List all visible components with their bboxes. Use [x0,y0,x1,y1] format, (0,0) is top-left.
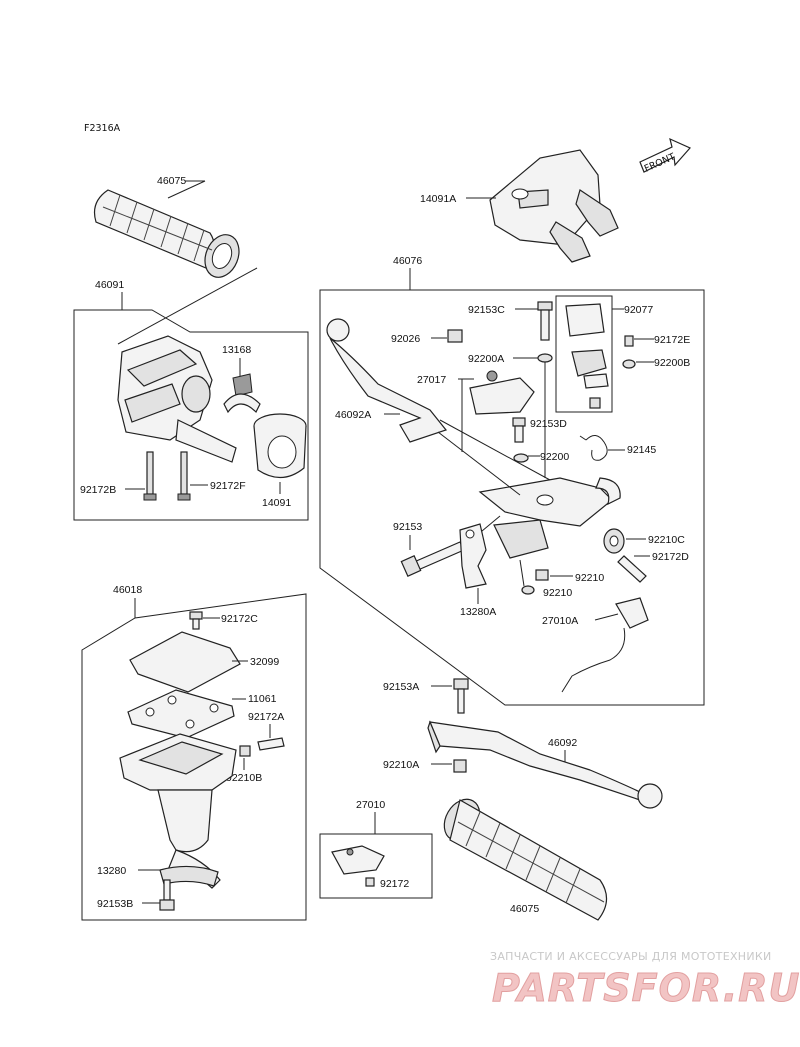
lever-bracket-part [478,477,621,559]
watermark-logo: PARTSFOR.RU [491,966,800,1011]
screw-92172e-part [624,335,634,347]
label-switch-assy: 46091 [95,279,124,291]
label-92200: 92200 [540,451,569,463]
reservoir-body-part [119,733,237,889]
switch-92077-part [565,303,609,409]
label-27010a: 27010A [542,615,578,627]
label-27010: 27010 [356,799,385,811]
label-grip-right: 46075 [510,903,539,915]
collar-92210c-part [603,528,625,554]
label-lever-assy: 46076 [393,255,422,267]
spring-92145-part [579,435,608,461]
lever-46092-part [427,720,663,809]
label-92172d: 92172D [652,551,689,563]
label-92153c: 92153C [468,304,505,316]
label-13280a: 13280A [460,606,496,618]
cap-32099-part [129,631,241,693]
bolt-92153d-part [512,417,526,443]
screw-92172-part [365,877,375,887]
part-27017 [469,370,535,415]
bolt-92153b-part [159,879,175,911]
label-master-cyl: 46018 [113,584,142,596]
label-grip-left: 46075 [157,175,186,187]
label-11061: 11061 [248,693,277,705]
label-92210b: 92210B [226,772,262,784]
label-92210a: 92210A [383,759,419,771]
label-92153b: 92153B [97,898,133,910]
figure-code: F2316A [84,123,121,134]
screw-92172c-part [189,611,203,630]
diaphragm-11061-part [127,689,235,739]
switch-27010-part [331,845,385,875]
label-92210-b: 92210 [543,587,572,599]
label-13280: 13280 [97,865,126,877]
label-92145: 92145 [627,444,656,456]
front-arrow-icon: FRONT [639,137,691,175]
grip-left-part [93,189,240,278]
label-13168: 13168 [222,344,251,356]
label-92153d: 92153D [530,418,567,430]
nut-92026-part [447,329,463,343]
grip-right-part [443,798,608,921]
switch-housing-left-part [117,335,237,463]
collar-92210-part-a [535,569,549,581]
watermark-tagline: ЗАПЧАСТИ И АКСЕССУАРЫ ДЛЯ МОТОТЕХНИКИ [490,950,772,963]
label-92200a: 92200A [468,353,504,365]
label-92172: 92172 [380,878,409,890]
label-46092: 46092 [548,737,577,749]
bolt-92153a-part [453,678,469,714]
label-14091: 14091 [262,497,291,509]
label-32099: 32099 [250,656,279,668]
collar-92210-part-b [521,585,535,595]
collar-92210a-part [453,759,467,773]
washer-92200-part [513,453,529,463]
label-92153: 92153 [393,521,422,533]
collar-92210b-part [239,745,251,757]
screw-92172d-part [617,555,647,583]
label-92172f: 92172F [210,480,246,492]
label-92172b: 92172B [80,484,116,496]
label-92172e: 92172E [654,334,690,346]
label-92153a: 92153A [383,681,419,693]
washer-92200a-part [537,353,553,363]
bolt-92153c-part [537,301,553,341]
part-13168 [223,373,261,414]
switch-housing-part [489,149,619,263]
screw-92172b-part [143,451,157,501]
label-92210c: 92210C [648,534,685,546]
label-92200b: 92200B [654,357,690,369]
label-92210-a: 92210 [575,572,604,584]
bolt-92153-part [400,541,465,577]
label-46092a: 46092A [335,409,371,421]
case-14091-part [253,413,307,479]
label-27017: 27017 [417,374,446,386]
screw-92172f-part [177,451,191,501]
clamp-13280-part [159,865,219,887]
label-92026: 92026 [391,333,420,345]
screw-92172a-part [257,737,285,751]
washer-92200b-part [622,359,636,369]
lever-46092a-part [326,318,448,443]
clamp-13280a-part [459,523,487,589]
label-sw-housing: 14091A [420,193,456,205]
label-92077: 92077 [624,304,653,316]
label-92172a: 92172A [248,711,284,723]
switch-27010a-part [561,597,649,693]
label-92172c: 92172C [221,613,258,625]
